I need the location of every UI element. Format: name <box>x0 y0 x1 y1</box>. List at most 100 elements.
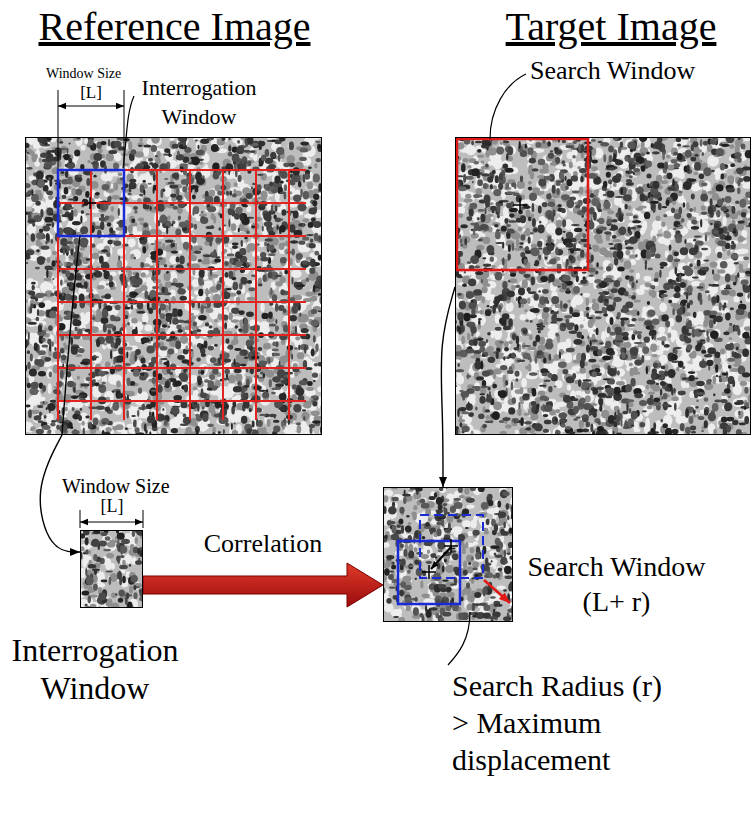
speckle <box>172 406 180 408</box>
speckle <box>255 274 266 283</box>
speckle <box>35 149 40 160</box>
speckle <box>208 266 215 270</box>
speckle <box>232 137 242 143</box>
speckle <box>174 416 179 422</box>
speckle <box>107 154 114 160</box>
speckle <box>286 155 295 163</box>
speckle <box>45 426 51 430</box>
speckle <box>203 254 210 258</box>
speckle <box>314 416 321 423</box>
speckle <box>130 396 139 400</box>
speckle <box>125 363 130 366</box>
speckle <box>189 163 196 168</box>
speckle <box>249 405 253 411</box>
speckle <box>252 396 260 403</box>
speckle <box>183 157 190 164</box>
speckle <box>215 276 226 286</box>
speckle <box>290 424 298 432</box>
speckle <box>98 252 104 258</box>
speckle <box>257 196 261 199</box>
speckle <box>78 289 89 294</box>
speckle <box>280 258 286 266</box>
speckle <box>290 331 297 343</box>
speckle <box>111 287 116 290</box>
speckle <box>137 411 148 418</box>
speckle <box>141 422 147 429</box>
speckle <box>51 221 54 226</box>
speckle <box>115 424 123 430</box>
speckle <box>116 227 124 231</box>
speckle <box>106 153 114 161</box>
speckle <box>202 194 210 199</box>
speckle <box>156 376 168 386</box>
speckle <box>258 155 270 165</box>
speckle <box>98 209 106 213</box>
speckle <box>132 329 137 333</box>
speckle <box>305 334 310 340</box>
speckle <box>270 271 279 279</box>
speckle <box>242 195 246 199</box>
speckle <box>243 318 247 325</box>
speckle <box>143 406 148 408</box>
speckle <box>150 300 153 303</box>
speckle <box>275 192 279 201</box>
speckle <box>224 182 230 190</box>
speckle <box>123 366 127 373</box>
speckle <box>123 343 128 347</box>
speckle <box>213 291 220 296</box>
speckle <box>263 364 272 374</box>
speckle <box>209 308 218 319</box>
speckle <box>256 356 266 365</box>
speckle <box>101 172 112 181</box>
speckle <box>51 342 53 347</box>
speckle <box>250 326 259 331</box>
speckle <box>198 369 205 376</box>
speckle <box>213 171 220 180</box>
speckle <box>51 149 63 159</box>
speckle <box>160 164 166 173</box>
speckle <box>42 345 48 348</box>
speckle <box>65 335 69 339</box>
speckle <box>243 162 249 169</box>
speckle <box>135 332 144 343</box>
speckle <box>128 238 136 247</box>
speckle <box>65 249 70 260</box>
speckle <box>286 339 291 350</box>
speckle <box>170 374 175 378</box>
speckle <box>213 295 221 302</box>
speckle <box>272 173 282 185</box>
speckle <box>179 200 190 209</box>
speckle <box>140 161 144 168</box>
speckle <box>43 283 54 291</box>
speckle <box>46 224 52 226</box>
speckle <box>104 298 111 310</box>
speckle <box>281 362 285 369</box>
speckle <box>203 364 208 374</box>
speckle <box>196 216 201 222</box>
speckle <box>291 269 302 278</box>
speckle <box>157 328 165 333</box>
speckle <box>111 336 120 341</box>
speckle <box>179 408 189 413</box>
speckle <box>48 343 58 351</box>
speckle <box>223 260 228 267</box>
speckle <box>312 288 318 295</box>
speckle <box>170 239 176 243</box>
speckle <box>76 354 83 357</box>
speckle-image <box>25 137 322 435</box>
speckle <box>76 234 87 244</box>
speckle <box>187 285 193 291</box>
speckle <box>237 179 245 188</box>
speckle <box>277 225 279 230</box>
speckle <box>145 206 152 212</box>
speckle <box>85 300 94 305</box>
speckle <box>81 316 89 324</box>
speckle <box>133 157 142 164</box>
speckle <box>27 192 35 199</box>
speckle <box>305 297 310 305</box>
speckle <box>106 338 115 349</box>
speckle <box>114 356 120 363</box>
speckle <box>184 288 191 298</box>
speckle <box>131 195 142 200</box>
speckle <box>223 259 233 265</box>
